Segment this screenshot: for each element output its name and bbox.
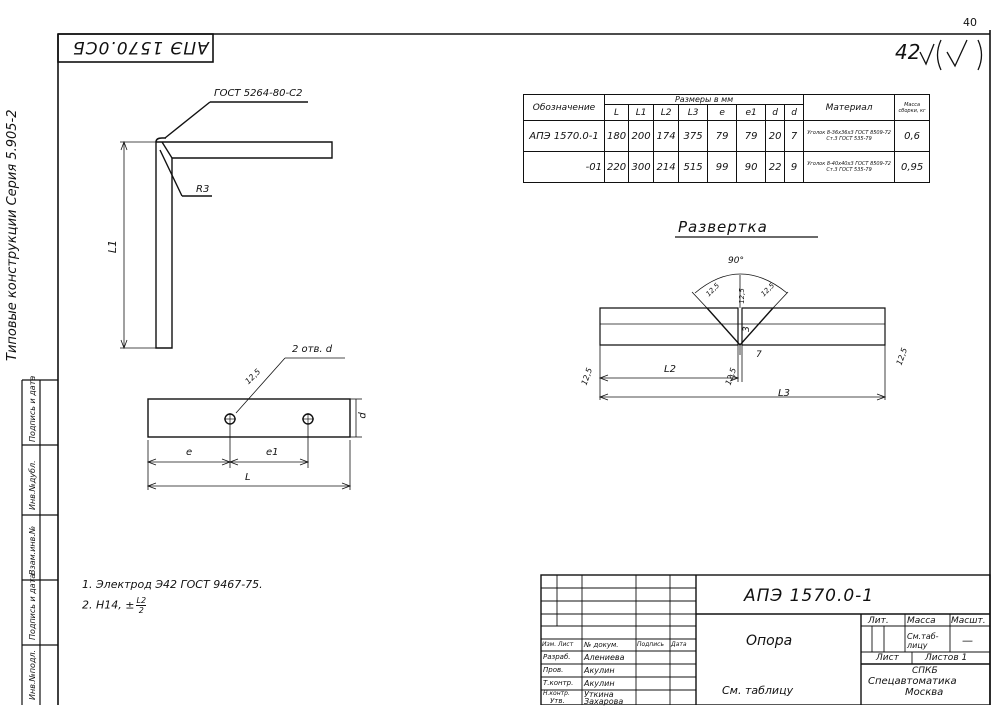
col-designation: Обозначение [523,94,605,121]
stamp-code: АПЭ 1570.0СБ [72,37,209,57]
strip-label-4: Подпись и дата [28,375,37,442]
dim-L3: L3 [778,388,790,399]
dim-3: 3 [741,326,752,332]
dim-e1: e1 [266,447,279,458]
tb-person-0: Алениева [584,653,625,662]
tb-scale-val: — [962,634,973,647]
tb-doc-code: АПЭ 1570.0-1 [744,586,875,606]
tb-name: Опора [746,633,793,649]
tb-mass-val: См.таб-лицу [907,632,939,650]
tb-hdr-list: Лист [558,641,574,648]
col-L3: L3 [678,104,709,121]
tb-sheets: Листов 1 [925,653,968,663]
tb-hdr-sign: Подпись [637,641,664,648]
tb-person-1: Акулин [584,666,615,675]
group-header: Размеры в мм [603,94,805,105]
tb-hdr-ndoc: № докум. [584,641,619,649]
tb-lit: Лит. [868,616,889,626]
tb-role-1: Пров. [543,666,564,674]
series-label: Типовые конструкции Серия 5.905-2 [5,109,20,361]
col-d2: d [784,104,805,121]
dim-e: e [186,447,193,458]
radius-label: R3 [196,184,210,195]
tb-role-0: Разраб. [543,653,571,661]
table-row: АПЭ 1570.0-1 180 200 174 375 79 79 20 7 … [523,120,931,152]
page-number: 40 [963,16,977,29]
col-L: L [603,104,630,121]
tb-person-5: Захарова [584,697,624,706]
razvertka-title: Развертка [678,218,768,236]
dim-7: 7 [756,350,762,360]
tb-hdr-izm: Изм. [542,641,557,648]
col-d: d [765,104,786,121]
angle-label: 90° [728,256,744,266]
col-mass: Масса сборки, кг [894,94,931,121]
strip-label-2: Взам.инв.№ [28,525,37,575]
col-e: e [707,104,738,121]
roughness-r2: 12,5 [737,288,746,304]
dim-L: L [245,472,251,483]
tb-person-4: Уткина [584,690,614,699]
tb-org3: Москва [905,687,944,698]
tb-sheet: Лист [876,653,899,663]
strip-label-1: Подпись и дата [28,573,37,640]
tb-person-2: Акулин [584,679,615,688]
tb-org1: СПКБ [912,666,938,676]
tb-role-2: Т.контр. [543,679,574,687]
tb-org2: Спецавтоматика [868,676,957,687]
strip-label-3: Инв.№дубл. [28,460,37,510]
holes-label: 2 отв. d [292,344,333,355]
col-L1: L1 [628,104,655,121]
col-L2: L2 [653,104,680,121]
col-e1: e1 [736,104,767,121]
strip-label-0: Инв.№подл. [28,649,37,700]
tb-role-4: Н.контр. [543,690,570,697]
note-1: 1. Электрод Э42 ГОСТ 9467-75. [82,578,263,591]
tb-hdr-date: Дата [671,641,687,648]
dim-d: d [357,412,369,419]
dimension-table: Обозначение Размеры в мм Материал Масса … [523,94,931,183]
dim-L2: L2 [664,364,676,375]
tb-mass-h: Масса [907,616,936,626]
weld-gost: ГОСТ 5264-80-С2 [214,88,303,99]
dim-L1: L1 [106,239,120,254]
tb-role-5: Утв. [550,697,565,705]
roughness-mark: 42 [895,40,921,64]
tb-material: См. таблицу [722,684,794,697]
tb-scale-h: Масшт. [951,616,986,626]
col-material: Материал [803,94,896,121]
table-row: -01 220 300 214 515 99 90 22 9 Уголок 8-… [523,151,931,183]
